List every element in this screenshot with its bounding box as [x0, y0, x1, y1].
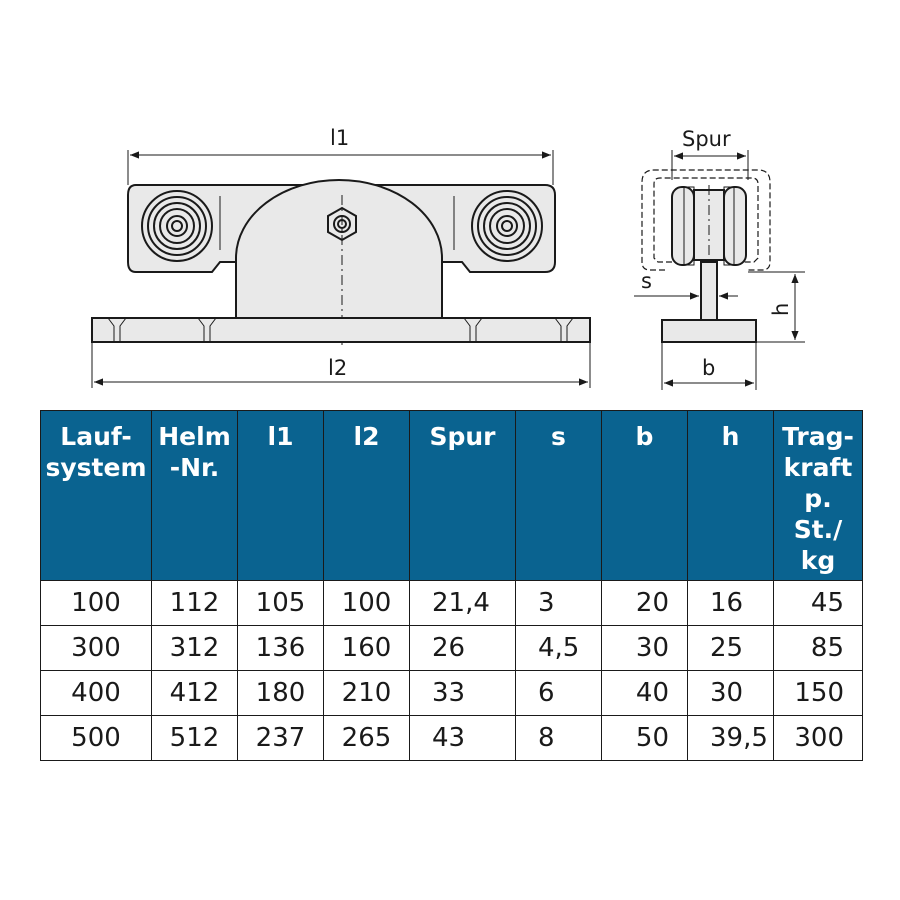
table-cell: 100	[323, 580, 410, 626]
rail-outline	[641, 169, 771, 271]
header-line: l2	[353, 422, 380, 451]
l2-label: l2	[328, 356, 347, 380]
table-cell: 3	[515, 580, 602, 626]
table-cell: 4,5	[515, 625, 602, 671]
side-left-wheel	[671, 186, 695, 266]
header-line: s	[551, 422, 566, 451]
table-cell: 25	[687, 625, 774, 671]
side-base	[661, 319, 757, 343]
front-view	[91, 150, 591, 388]
header-h: h	[687, 410, 774, 581]
table-cell: 412	[151, 670, 238, 716]
header-line: kg	[800, 546, 836, 575]
b-label: b	[702, 356, 715, 380]
table-cell: 300	[773, 715, 863, 761]
header-line: -Nr.	[169, 453, 220, 482]
table-cell: 8	[515, 715, 602, 761]
side-stem	[700, 261, 718, 321]
table-cell: 105	[237, 580, 324, 626]
header-line: h	[721, 422, 740, 451]
table-cell: 512	[151, 715, 238, 761]
right-roller	[471, 190, 543, 262]
h-label: h	[769, 303, 793, 316]
table-cell: 150	[773, 670, 863, 716]
table-cell: 39,5	[687, 715, 774, 761]
side-view	[634, 150, 805, 390]
table-cell: 180	[237, 670, 324, 716]
central-housing	[235, 179, 443, 319]
table-cell: 40	[601, 670, 688, 716]
table-cell: 33	[409, 670, 516, 716]
table-cell: 85	[773, 625, 863, 671]
table-cell: 265	[323, 715, 410, 761]
header-line: l1	[267, 422, 294, 451]
table-cell: 45	[773, 580, 863, 626]
table-cell: 300	[40, 625, 152, 671]
table-cell: 26	[409, 625, 516, 671]
header-line: kraft	[783, 453, 853, 482]
header-line: Lauf-	[60, 422, 132, 451]
header-line: St./	[793, 515, 843, 544]
header-line: b	[635, 422, 654, 451]
s-label: s	[641, 269, 652, 293]
header-l1: l1	[237, 410, 324, 581]
table-cell: 312	[151, 625, 238, 671]
base-plate	[91, 317, 591, 343]
table-cell: 112	[151, 580, 238, 626]
table-cell: 136	[237, 625, 324, 671]
side-right-wheel	[723, 186, 747, 266]
header-spur: Spur	[409, 410, 516, 581]
header-b: b	[601, 410, 688, 581]
header-line: Trag-	[782, 422, 854, 451]
header-line: Spur	[429, 422, 496, 451]
header-s: s	[515, 410, 602, 581]
header-l2: l2	[323, 410, 410, 581]
spur-label: Spur	[682, 127, 731, 151]
table-cell: 30	[601, 625, 688, 671]
table-cell: 237	[237, 715, 324, 761]
table-cell: 100	[40, 580, 152, 626]
header-laufsystem: Lauf-system	[40, 410, 152, 581]
table-cell: 16	[687, 580, 774, 626]
l1-label: l1	[330, 126, 349, 150]
table-cell: 30	[687, 670, 774, 716]
table-cell: 6	[515, 670, 602, 716]
table-cell: 43	[409, 715, 516, 761]
table-cell: 160	[323, 625, 410, 671]
table-cell: 400	[40, 670, 152, 716]
table-cell: 50	[601, 715, 688, 761]
header-line: p.	[804, 484, 832, 513]
left-roller	[141, 190, 213, 262]
table-cell: 210	[323, 670, 410, 716]
header-line: Helm	[158, 422, 231, 451]
header-helm-nr: Helm-Nr.	[151, 410, 238, 581]
technical-drawing: l1 l2 Spur s h b	[91, 126, 805, 390]
header-line: system	[45, 453, 147, 482]
table-cell: 21,4	[409, 580, 516, 626]
table-cell: 500	[40, 715, 152, 761]
table-cell: 20	[601, 580, 688, 626]
